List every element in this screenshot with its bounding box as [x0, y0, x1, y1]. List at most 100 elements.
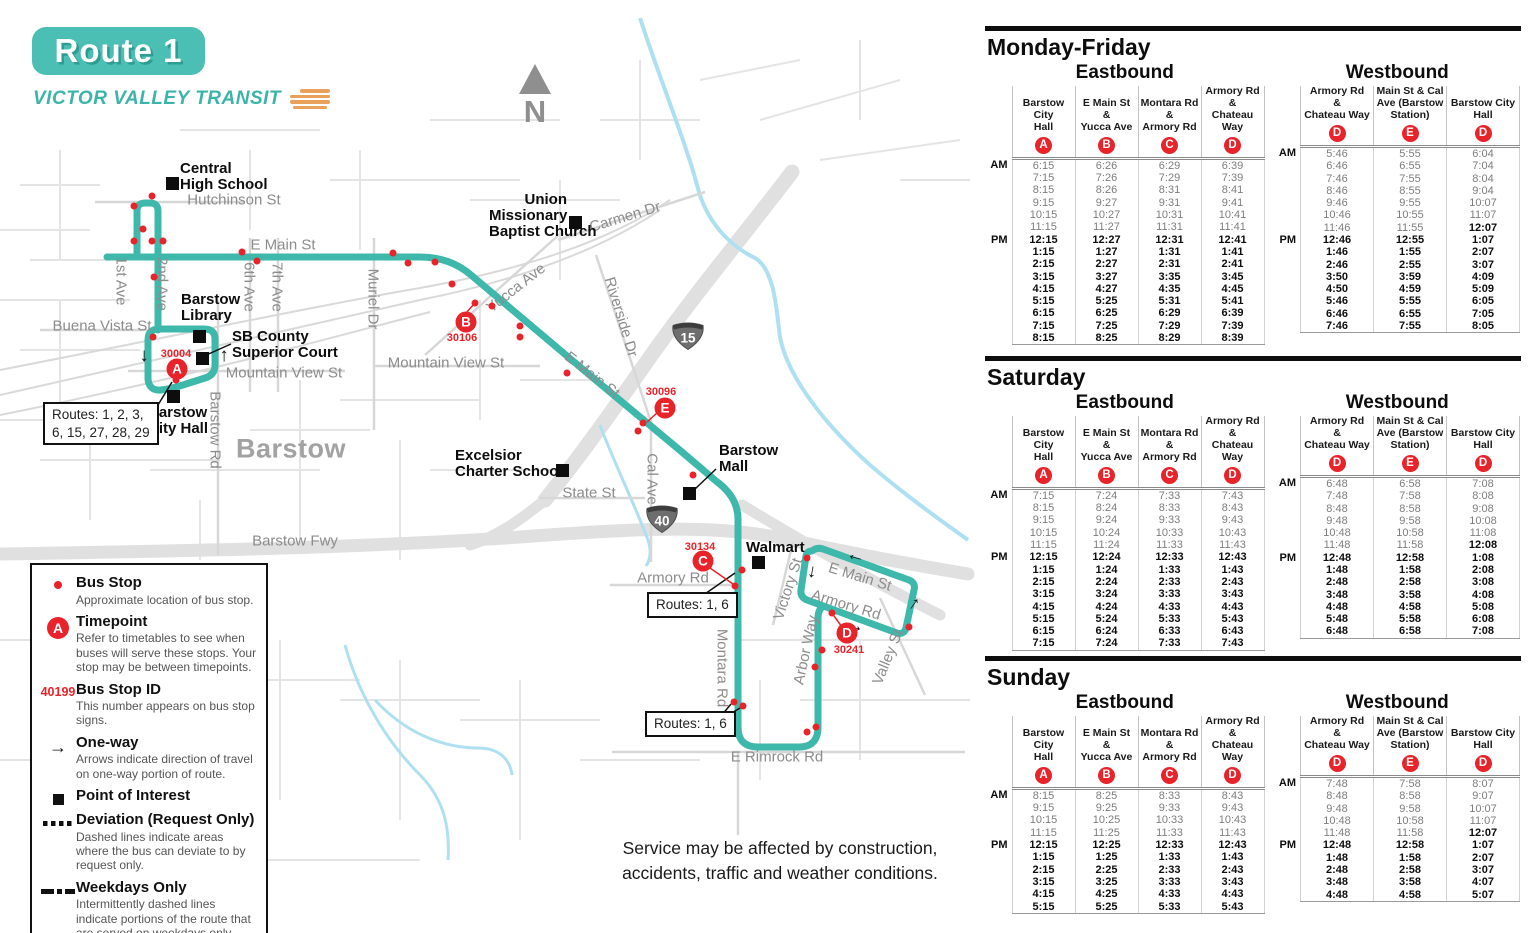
time-cell: 4:33 — [1137, 888, 1201, 901]
bus-stop-dot-icon — [738, 566, 746, 574]
time-cell: 1:43 — [1200, 563, 1265, 576]
ampm-label — [985, 613, 1012, 625]
time-cell: 11:15 — [1011, 221, 1075, 234]
ampm-label — [985, 576, 1012, 588]
direction-heading: Eastbound — [1075, 62, 1174, 83]
time-cell: 8:29 — [1137, 332, 1201, 346]
bus-stop-dot-icon — [253, 257, 261, 265]
time-cell: 3:15 — [1011, 270, 1075, 283]
time-cell: 9:58 — [1373, 802, 1447, 815]
time-cell: 1:08 — [1446, 551, 1520, 564]
poi-label-line: Missionary — [489, 206, 568, 224]
time-cell: 11:15 — [1011, 539, 1075, 552]
time-cell: 12:48 — [1300, 839, 1374, 852]
timepoint-d-icon: D — [1224, 766, 1241, 784]
route-badge-label: Route 1 — [54, 32, 183, 69]
bus-stop-dot-icon — [689, 471, 697, 479]
time-cell: 8:15 — [1011, 786, 1075, 803]
poi-label-line: Central — [180, 160, 232, 177]
time-cell: 2:55 — [1373, 258, 1447, 271]
ampm-gutter-header — [985, 716, 1012, 788]
time-cell: 6:39 — [1200, 307, 1265, 320]
time-cell: 5:07 — [1446, 888, 1520, 902]
section-title: Sunday — [987, 664, 1071, 690]
ampm-label — [1275, 295, 1301, 307]
column-name: Armory Rd&Chateau Way — [1205, 85, 1260, 133]
time-cell: 6:46 — [1300, 307, 1374, 321]
ampm-label — [1275, 815, 1301, 827]
time-cell: 12:46 — [1300, 233, 1374, 247]
time-cell: 2:31 — [1137, 258, 1201, 271]
ampm-label — [985, 876, 1012, 888]
time-cell: 9:24 — [1074, 514, 1138, 527]
ampm-label: AM — [990, 789, 1008, 802]
time-cell: 12:08 — [1446, 539, 1520, 552]
timepoint-d-icon: D — [1224, 136, 1241, 154]
time-cell: 6:48 — [1300, 474, 1374, 491]
direction-heading: Westbound — [1345, 392, 1449, 413]
bus-stop-id: 30106 — [446, 332, 478, 344]
time-cell: 10:43 — [1200, 814, 1265, 827]
time-cell: 6:58 — [1373, 625, 1447, 639]
time-cell: 9:48 — [1300, 514, 1374, 528]
time-cell: 9:41 — [1200, 196, 1265, 210]
time-cell: 7:05 — [1446, 307, 1520, 321]
oneway-arrow-icon: ↓ — [139, 345, 149, 366]
time-cell: 10:15 — [1011, 814, 1075, 827]
time-cell: 10:55 — [1373, 209, 1447, 222]
time-cell: 8:41 — [1200, 184, 1265, 197]
ampm-label — [985, 601, 1012, 613]
time-cell: 1:58 — [1373, 851, 1447, 864]
oneway-arrow-icon: ↑ — [219, 345, 229, 366]
time-cell: 8:04 — [1446, 172, 1520, 185]
ampm-label: PM — [1279, 233, 1297, 246]
time-cell: 5:25 — [1074, 900, 1138, 914]
poi-label-line: Mall — [719, 457, 749, 475]
time-cell: 4:58 — [1373, 600, 1447, 614]
time-cell: 10:48 — [1300, 527, 1374, 540]
time-cell: 3:43 — [1200, 588, 1265, 601]
time-cell: 1:48 — [1300, 563, 1374, 577]
time-cell: 4:09 — [1446, 270, 1520, 284]
time-cell: 12:15 — [1011, 233, 1075, 246]
ampm-label — [1275, 515, 1301, 527]
column-name: Armory Rd&Chateau Way — [1205, 415, 1260, 463]
city-label: Barstow — [235, 433, 347, 464]
ampm-label — [1275, 490, 1301, 502]
column-name: Armory Rd&Chateau Way — [1205, 715, 1260, 763]
legend-description: Refer to timetables to see when buses wi… — [76, 631, 257, 675]
time-cell: 6:43 — [1200, 625, 1265, 638]
disclaimer-line2: accidents, traffic and weather condition… — [622, 862, 938, 883]
time-cell: 8:05 — [1446, 320, 1520, 334]
column-name: Montara Rd&Armory Rd — [1140, 726, 1199, 763]
street-label: 7th Ave — [268, 262, 286, 312]
time-cell: 8:33 — [1137, 502, 1201, 515]
section-title: Saturday — [987, 364, 1086, 390]
street-label: Cal Ave — [643, 453, 661, 505]
